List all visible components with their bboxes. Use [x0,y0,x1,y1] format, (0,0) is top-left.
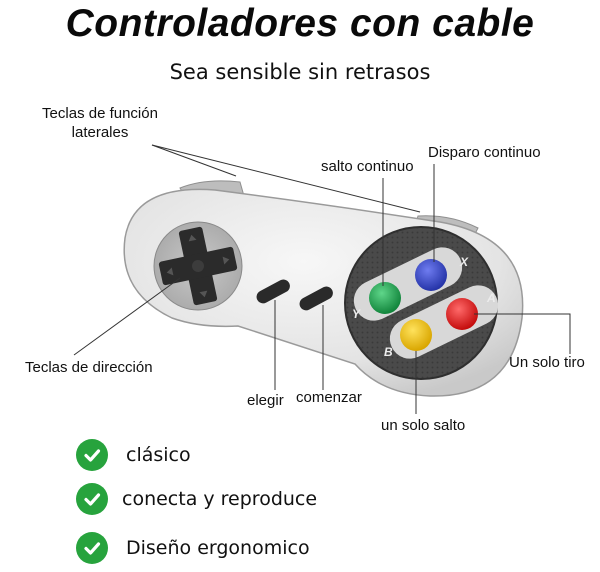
page-subtitle: Sea sensible sin retrasos [169,60,431,84]
feature-item: Diseño ergonomico [76,531,310,565]
label-select: elegir [247,392,284,409]
b-button[interactable] [400,319,432,351]
check-circle-icon [76,532,108,564]
start-button[interactable] [297,284,335,312]
b-letter: B [384,345,393,359]
feature-text: clásico [126,444,191,466]
label-start: comenzar [296,389,362,406]
label-turbo-jump: salto continuo [321,158,414,175]
label-turbo-fire: Disparo continuo [428,144,541,161]
x-button[interactable] [415,259,447,291]
x-letter: X [459,255,469,269]
label-single-jump: un solo salto [381,417,466,434]
feature-item: clásico [76,438,191,472]
feature-item: conecta y reproduce [76,482,317,516]
check-circle-icon [76,483,108,515]
feature-text: conecta y reproduce [122,488,318,510]
a-button[interactable] [446,298,478,330]
y-letter: Y [352,307,361,321]
select-button[interactable] [254,277,292,305]
label-single-shot: Un solo tiro [509,354,585,371]
feature-text: Diseño ergonomico [126,537,310,559]
dpad[interactable] [153,221,243,311]
page-title: Controladores con cable [65,2,535,45]
label-side-keys: Teclas de función laterales [42,105,158,141]
check-circle-icon [76,439,108,471]
leader-lines [73,144,571,414]
label-direction-keys: Teclas de dirección [25,359,153,376]
a-letter: A [486,291,496,305]
y-button[interactable] [369,282,401,314]
